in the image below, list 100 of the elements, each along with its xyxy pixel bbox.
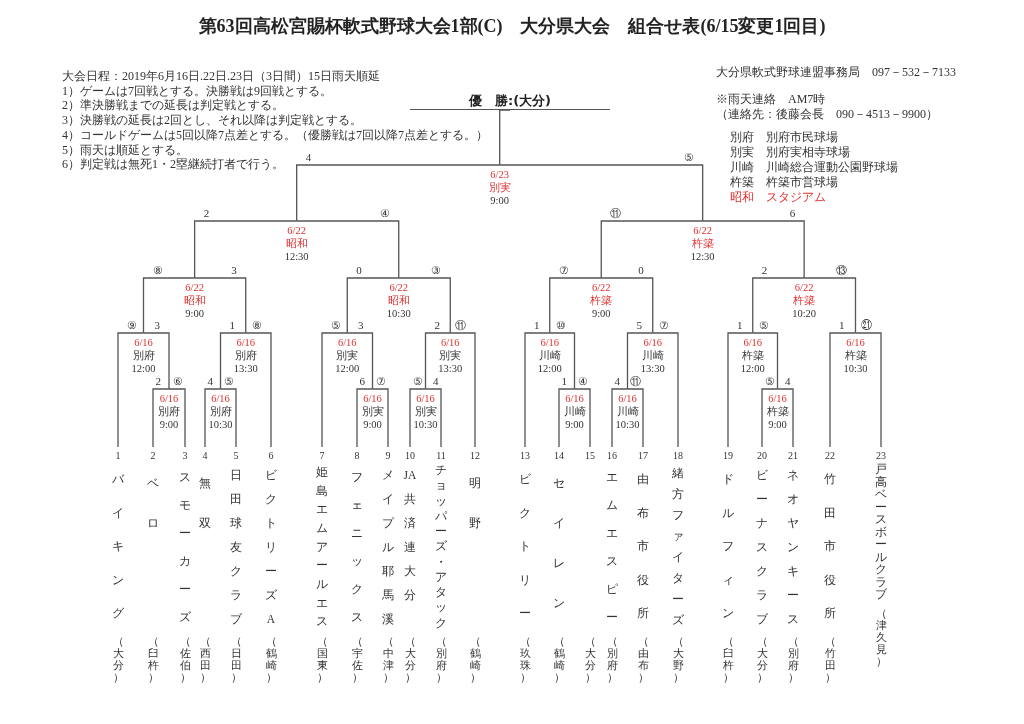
score-label: 2 xyxy=(433,319,441,331)
start-time: 10:30 xyxy=(413,418,438,431)
bracket-line xyxy=(626,388,644,448)
rule-note: 6）判定戦は無死1・2塁継続打者で行う。 xyxy=(62,158,284,172)
bracket-line xyxy=(142,332,170,390)
bracket-line xyxy=(346,332,374,390)
score-label: ⑨ xyxy=(126,319,138,331)
region-name: （津久見） xyxy=(874,607,888,667)
score-label: ⑤ xyxy=(757,319,770,331)
score-label: ⑧ xyxy=(251,319,263,331)
venue-name: 杵築 xyxy=(793,294,816,307)
seed-number: 16 xyxy=(606,450,618,461)
match-date: 6/22 xyxy=(185,281,204,294)
match-date: 6/16 xyxy=(540,336,560,349)
start-time: 12:00 xyxy=(740,362,765,375)
team-name: ドルフィン xyxy=(721,472,735,622)
bracket-line xyxy=(803,277,857,334)
match-date: 6/16 xyxy=(159,392,179,405)
score-label: 4 xyxy=(206,375,214,387)
venue-name: 別実 xyxy=(439,349,462,362)
bracket-line xyxy=(168,388,186,448)
start-time: 9:00 xyxy=(159,418,179,431)
score-label: 4 xyxy=(784,375,792,387)
start-time: 9:00 xyxy=(363,418,382,431)
score-label: ⑪ xyxy=(628,375,642,387)
team-name: ビーナスクラブ xyxy=(755,468,769,627)
start-time: 12:00 xyxy=(131,362,156,375)
seed-number: 15 xyxy=(584,450,596,461)
bracket-line xyxy=(761,388,779,448)
team-name: JA共済連大分 xyxy=(402,468,418,603)
bracket-line xyxy=(219,332,247,390)
bracket-line xyxy=(499,109,511,166)
venue-name: 昭和 xyxy=(387,294,410,307)
match-date: 6/22 xyxy=(794,281,814,294)
bracket-line xyxy=(524,332,551,448)
venue-key: 杵築 杵築市営球場 xyxy=(730,176,838,189)
venue-key: 別実 別府実相寺球場 xyxy=(730,146,850,159)
team-name: ネオヤンキース xyxy=(786,468,800,627)
match-date: 6/16 xyxy=(768,392,787,405)
score-label: ⑪ xyxy=(609,207,623,219)
seed-number: 19 xyxy=(722,450,734,461)
score-label: 1 xyxy=(533,319,541,331)
start-time: 12:30 xyxy=(284,250,309,263)
team-name: ビクトリー xyxy=(518,472,532,622)
score-label: ⑤ xyxy=(763,375,776,387)
venue-name: 別実 xyxy=(488,181,511,194)
venue-name: 別府 xyxy=(234,349,257,362)
seed-number: 6 xyxy=(267,450,275,461)
region-name: （佐伯） xyxy=(178,635,192,683)
bracket-line xyxy=(854,332,882,448)
start-time: 9:00 xyxy=(768,418,787,431)
region-name: （日田） xyxy=(229,635,243,683)
seed-number: 11 xyxy=(435,450,447,461)
score-label: 2 xyxy=(154,375,162,387)
match-date: 6/16 xyxy=(565,392,584,405)
score-label: 3 xyxy=(230,264,238,276)
seed-number: 12 xyxy=(469,450,481,461)
start-time: 9:00 xyxy=(591,307,611,320)
seed-number: 9 xyxy=(384,450,392,461)
start-time: 12:00 xyxy=(537,362,562,375)
match-date: 6/16 xyxy=(743,336,763,349)
rule-note: 大会日程：2019年6月16日.22日.23日（3日間）15日雨天順延 xyxy=(62,70,380,83)
bracket-line xyxy=(371,388,389,448)
start-time: 10:30 xyxy=(386,307,411,320)
bracket-line xyxy=(142,277,196,334)
seed-number: 3 xyxy=(181,450,189,461)
region-name: （玖珠） xyxy=(518,635,532,683)
seed-number: 2 xyxy=(149,450,157,461)
score-label: ④ xyxy=(576,375,589,387)
score-label: 2 xyxy=(202,207,211,219)
score-label: ⑦ xyxy=(374,375,387,387)
match-date: 6/22 xyxy=(389,281,409,294)
region-name: （西田） xyxy=(198,635,212,683)
bracket-line xyxy=(776,388,794,448)
bracket-line xyxy=(356,388,374,448)
bracket-line xyxy=(499,164,704,222)
score-label: 6 xyxy=(358,375,366,387)
match-date: 6/16 xyxy=(134,336,153,349)
seed-number: 5 xyxy=(232,450,240,461)
venue-name: 別実 xyxy=(336,349,359,362)
match-date: 6/22 xyxy=(287,224,306,237)
start-time: 12:00 xyxy=(335,362,360,375)
venue-name: 杵築 xyxy=(766,405,789,418)
seed-number: 13 xyxy=(519,450,531,461)
venue-key: 昭和 スタジアム xyxy=(730,191,826,204)
region-name: （中津） xyxy=(381,635,395,683)
venue-name: 昭和 xyxy=(183,294,206,307)
seed-number: 22 xyxy=(824,450,836,461)
match-date: 6/16 xyxy=(846,336,865,349)
rule-note: 1）ゲームは7回戦とする。決勝戦は9回戦とする。 xyxy=(62,84,332,98)
region-name: （鶴崎） xyxy=(552,635,566,683)
start-time: 9:00 xyxy=(185,307,204,320)
seed-number: 17 xyxy=(637,450,649,461)
venue-name: 杵築 xyxy=(844,349,867,362)
venue-name: 別府 xyxy=(158,405,180,418)
rule-note: 3）決勝戦の延長は2回とし、それ以降は判定戦とする。 xyxy=(62,114,362,128)
match-date: 6/16 xyxy=(440,336,460,349)
bracket-line xyxy=(702,220,805,279)
score-label: ⑬ xyxy=(834,264,848,276)
score-label: 4 xyxy=(304,151,313,163)
